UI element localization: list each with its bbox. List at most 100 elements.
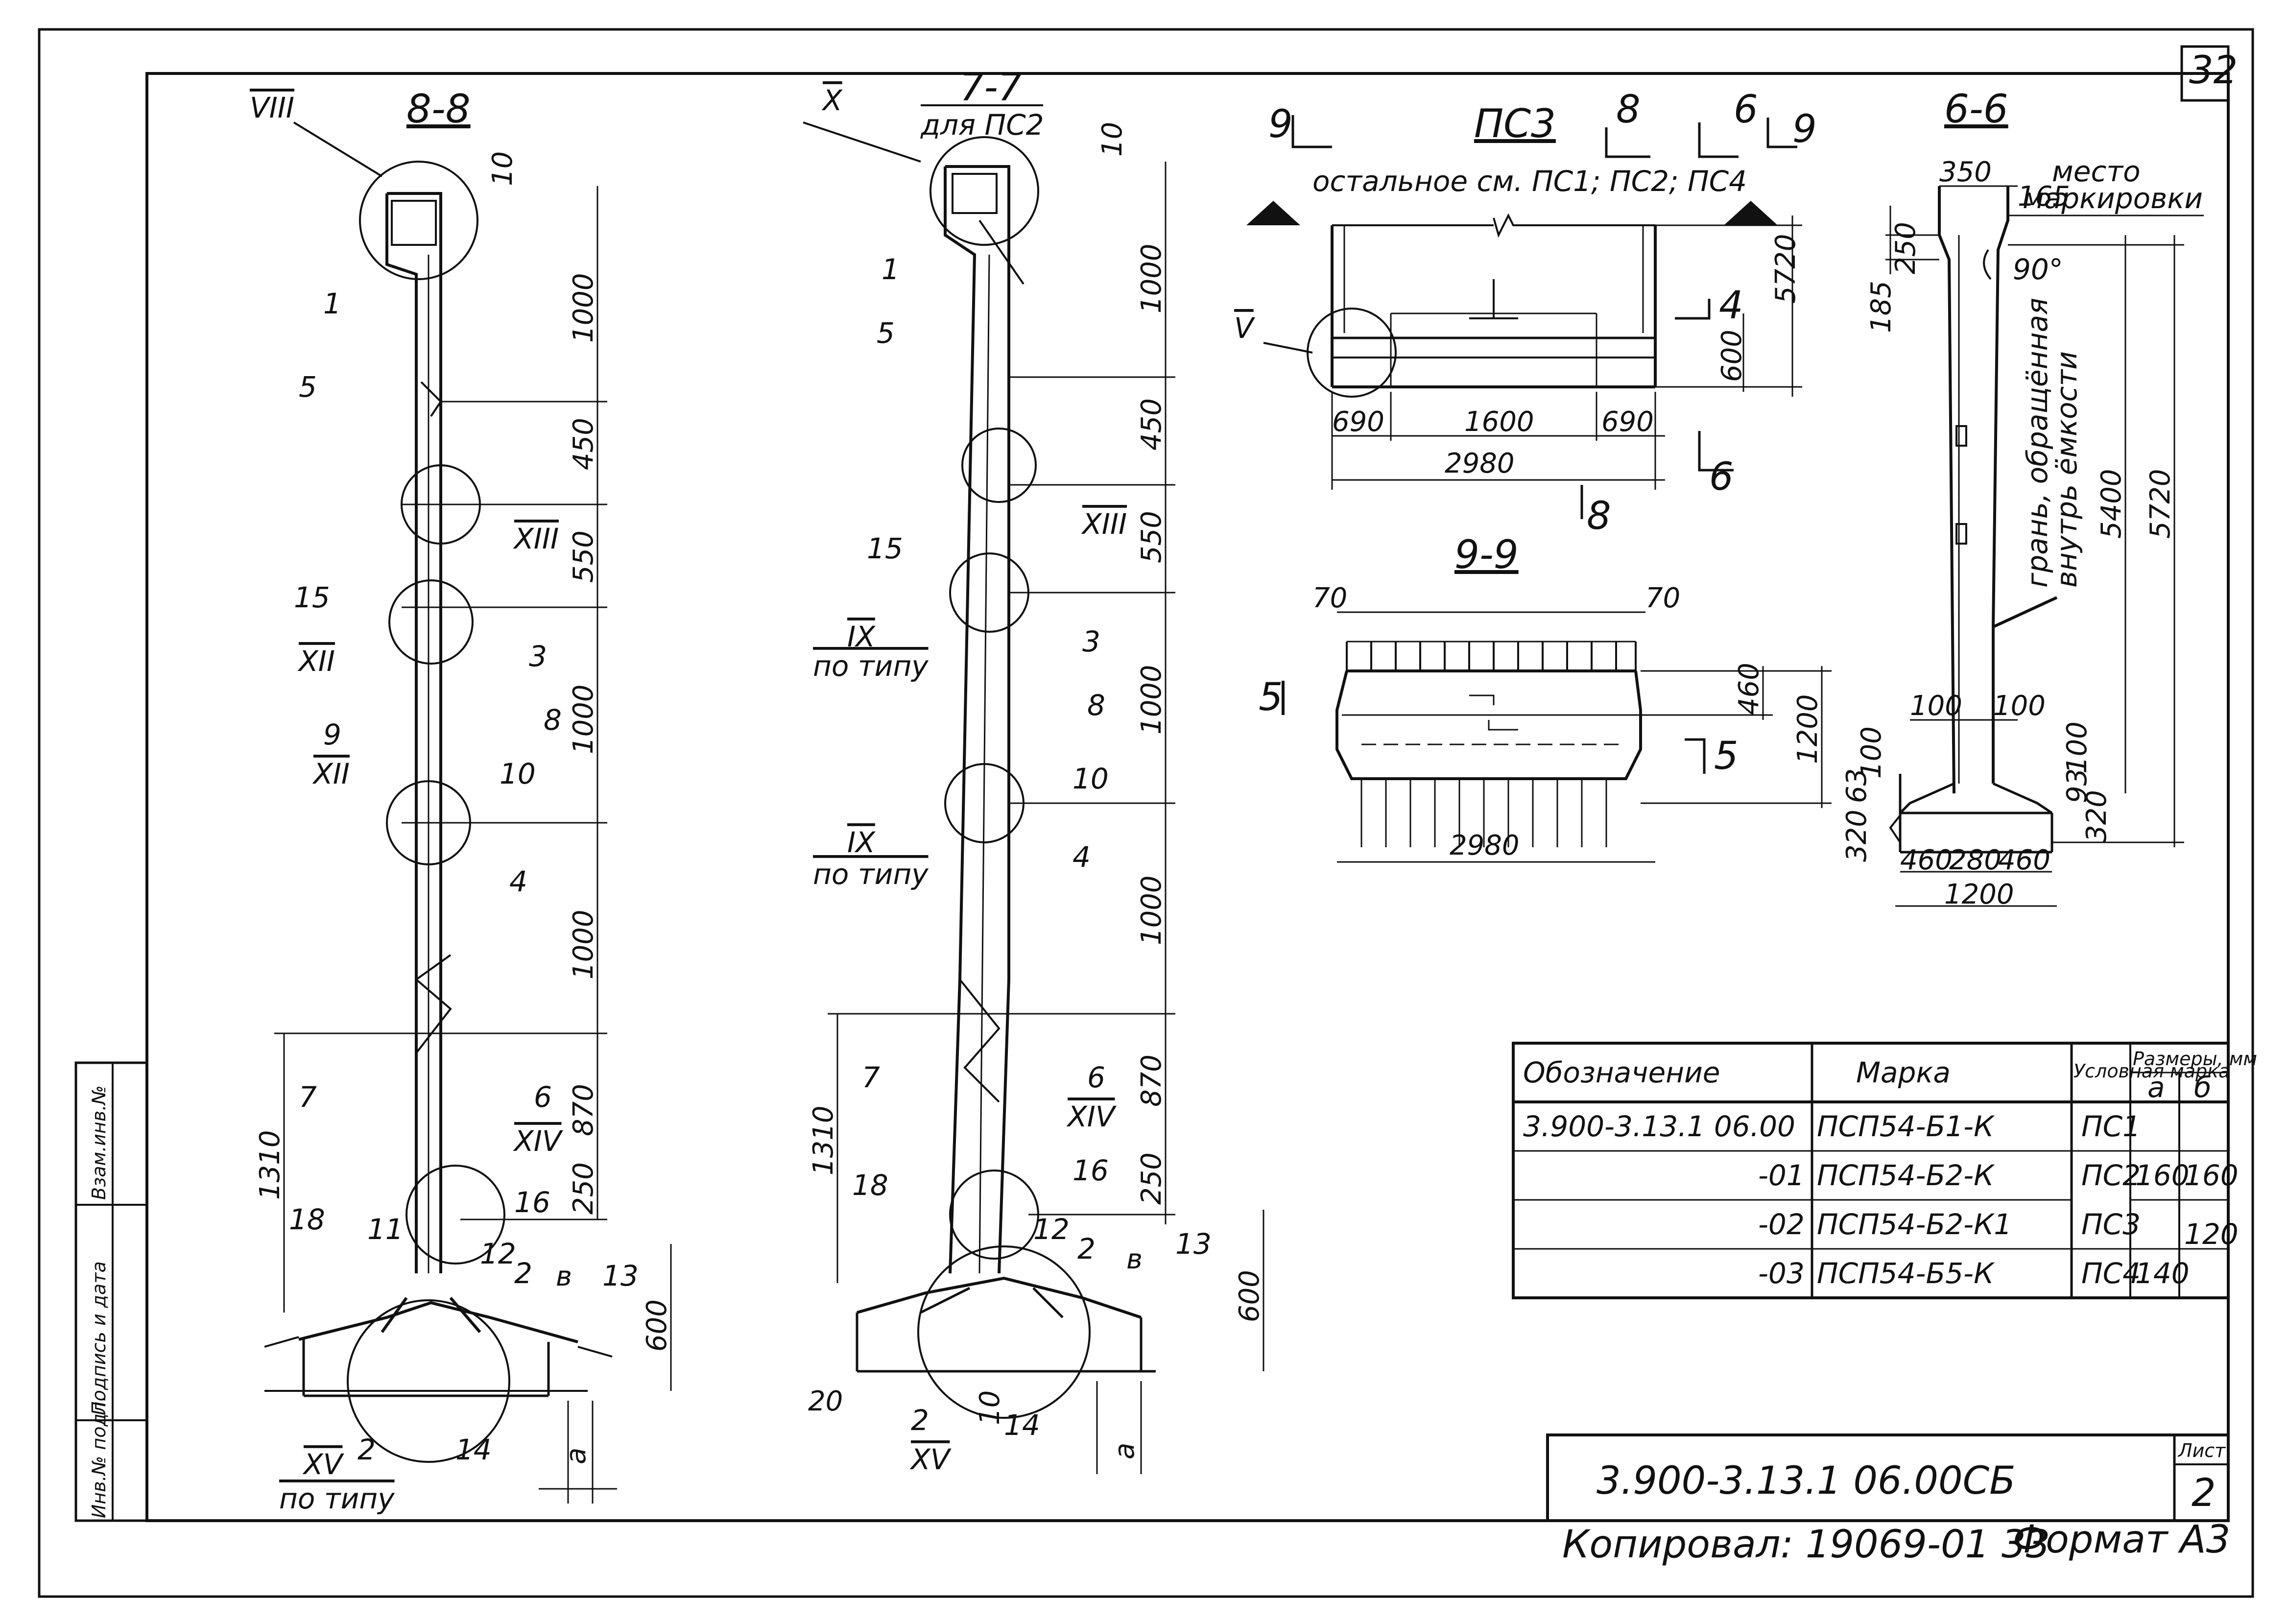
dim-88-b: в: [556, 1261, 572, 1292]
call-88-3: 3: [529, 640, 547, 673]
dim-66-165: 165: [2018, 181, 2070, 213]
call-77-5: 5: [877, 316, 895, 350]
call-88-2-b: 2: [358, 1433, 376, 1466]
call-88-18: 18: [289, 1203, 325, 1236]
ps3-title: ПС3: [1474, 101, 1556, 146]
b-val-1: 160: [2184, 1159, 2239, 1192]
sheet-number-box: [2180, 45, 2230, 102]
call-77-6: 6: [1087, 1061, 1105, 1094]
dim-66-93: 93: [2061, 768, 2093, 803]
dim-88-a: а: [560, 1448, 592, 1464]
a-val-1: 160: [2135, 1159, 2190, 1192]
call-77-13: 13: [1175, 1227, 1212, 1261]
ps3-note: остальное см. ПС1; ПС2; ПС4: [1312, 165, 1747, 198]
call-77-po-tipu-a: по типу: [813, 649, 929, 683]
dim-77-20: 20: [808, 1385, 843, 1417]
callout-X: X: [821, 84, 843, 117]
row2-designation: -01: [1758, 1159, 1805, 1192]
sheet-number: 32: [2189, 48, 2238, 93]
row1-mark: ПСП54-Б1-К: [1817, 1110, 1995, 1143]
row2-cond: ПС2: [2081, 1159, 2141, 1192]
dim-66-460-l: 460: [1900, 844, 1953, 876]
th-mark: Марка: [1856, 1056, 1951, 1089]
th-b: б: [2194, 1071, 2212, 1104]
call-77-2-a: 2: [1077, 1232, 1096, 1266]
dim-88-10: 10: [487, 151, 519, 186]
section-8-8: 8-8 VIII: [250, 86, 673, 1515]
call-88-XIV: XIV: [513, 1124, 564, 1158]
dim-ps3-1600: 1600: [1464, 406, 1534, 438]
call-77-14: 14: [1004, 1409, 1040, 1442]
section-7-7: 7-7 для ПС2 X 10: [803, 66, 1265, 1476]
call-88-6: 6: [534, 1080, 552, 1114]
call-88-14: 14: [455, 1433, 492, 1466]
dim-77-1000-a: 1000: [1136, 243, 1168, 313]
th-designation: Обозначение: [1523, 1056, 1720, 1089]
dim-66-100-l: 100: [1910, 690, 1962, 722]
row2-mark: ПСП54-Б2-К: [1817, 1159, 1995, 1192]
th-a: а: [2147, 1071, 2165, 1104]
dim-ps3-5720: 5720: [1770, 234, 1802, 304]
ps3-cut-6: 6: [1709, 455, 1734, 499]
dim-66-1200: 1200: [1944, 879, 2014, 910]
spec-table: Обозначение Марка Условная марка Размеры…: [1512, 1042, 2257, 1299]
call-77-8: 8: [1087, 689, 1105, 722]
row1-cond: ПС1: [2081, 1110, 2141, 1143]
marking-place-1: место: [2052, 155, 2141, 188]
row4-designation: -03: [1758, 1257, 1805, 1290]
dim-88-1310: 1310: [254, 1130, 286, 1200]
dim-77-1310: 1310: [808, 1105, 839, 1175]
th-sizes: Размеры, мм: [2133, 1048, 2257, 1070]
footer-format: Формат А3: [2013, 1518, 2230, 1562]
call-88-XII-b: XII: [312, 757, 350, 790]
th-cond: Условная марка: [2074, 1060, 2230, 1082]
section-8-8-title: 8-8: [406, 86, 471, 132]
dim-77-870: 870: [1136, 1054, 1168, 1107]
dim-88-1000-c: 1000: [568, 909, 599, 979]
dim-77-250: 250: [1136, 1152, 1168, 1205]
dim-66-320-r: 320: [2081, 790, 2113, 842]
dim-ps3-2980: 2980: [1445, 448, 1515, 479]
dim-66-250: 250: [1890, 222, 1922, 274]
dim-99-460: 460: [1733, 663, 1765, 715]
dim-ps3-600: 600: [1716, 330, 1748, 382]
dim-66-100-r2: 100: [2061, 721, 2093, 774]
call-88-13: 13: [602, 1259, 639, 1292]
call-88-XV: XV: [302, 1448, 345, 1481]
dim-77-a: а: [1109, 1443, 1141, 1459]
call-77-po-tipu-b: по типу: [813, 858, 929, 891]
section-9-9-title: 9-9: [1454, 532, 1519, 577]
section-marker-left: [1246, 201, 1300, 225]
dim-66-280: 280: [1949, 844, 2002, 876]
call-77-4: 4: [1072, 840, 1091, 874]
dim-66-63: 63: [1841, 768, 1873, 803]
call-77-15: 15: [867, 532, 903, 565]
angle-90: 90°: [2013, 253, 2063, 286]
dim-88-550: 550: [568, 530, 599, 583]
dim-99-70-r: 70: [1645, 582, 1680, 614]
row4-cond: ПС4: [2081, 1257, 2141, 1290]
call-88-1: 1: [323, 287, 341, 320]
dim-66-320-l: 320: [1841, 810, 1873, 862]
dim-ps3-690-l: 690: [1332, 406, 1384, 438]
side-stamp: Инв.№ подл. Подпись и дата Взам.инв.№: [74, 1061, 148, 1522]
dim-66-185: 185: [1865, 281, 1897, 333]
callout-VIII: VIII: [250, 91, 294, 124]
dim-77-600: 600: [1234, 1270, 1265, 1322]
call-88-XIII: XIII: [513, 522, 559, 555]
stamp-inv-no: Инв.№ подл.: [88, 1396, 110, 1518]
ps3-elevation: 9 ПС3 8 6 9 остальное см. ПС1; ПС2; ПС4 …: [1234, 88, 1817, 538]
dim-66-5400: 5400: [2096, 469, 2127, 539]
dim-77-1000-c: 1000: [1136, 875, 1168, 945]
stamp-sign-date: Подпись и дата: [88, 1261, 110, 1415]
sheet-value: 2: [2192, 1471, 2216, 1515]
dim-77-10: 10: [1096, 122, 1128, 157]
row3-cond: ПС3: [2081, 1208, 2141, 1241]
row3-mark: ПСП54-Б2-К1: [1817, 1208, 2012, 1241]
dim-88-1000-b: 1000: [568, 684, 599, 754]
outer-frame: [38, 28, 2254, 1598]
dim-77-550: 550: [1136, 511, 1168, 563]
section-9-9: 9-9 70 70: [1259, 532, 1832, 863]
call-88-10: 10: [500, 757, 536, 790]
